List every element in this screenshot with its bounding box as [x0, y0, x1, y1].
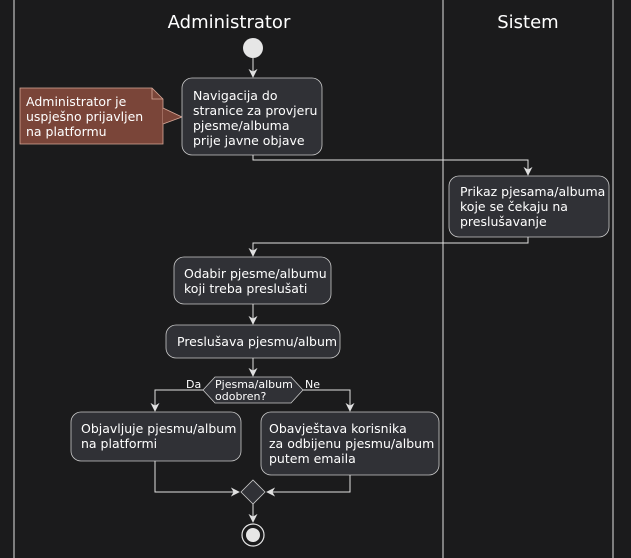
- note-line-1: Administrator je: [26, 94, 127, 109]
- activity-odabir: Odabir pjesme/albumu koji treba presluša…: [173, 256, 332, 305]
- note-line-2: uspješno prijavljen: [26, 109, 143, 124]
- svg-text:pjesme/albuma: pjesme/albuma: [193, 118, 290, 133]
- svg-text:na platformi: na platformi: [81, 436, 157, 451]
- svg-text:Objavljuje pjesmu/album: Objavljuje pjesmu/album: [81, 421, 236, 436]
- svg-text:putem emaila: putem emaila: [269, 451, 356, 466]
- flow-decision-yes: [150, 389, 203, 412]
- lane-title-sistem: Sistem: [497, 12, 558, 33]
- merge-node: [240, 479, 266, 505]
- activity-prikaz: Prikaz pjesama/albuma koje se čekaju na …: [448, 175, 610, 238]
- svg-text:Prikaz pjesama/albuma: Prikaz pjesama/albuma: [460, 184, 605, 199]
- svg-text:Obavještava korisnika: Obavještava korisnika: [269, 421, 407, 436]
- flow-no-merge: [266, 475, 351, 497]
- activity-objavljuje: Objavljuje pjesmu/album na platformi: [70, 411, 242, 462]
- activity-preslusava: Preslušava pjesmu/album: [165, 324, 341, 359]
- decision-odobren: Pjesma/album odobren?: [202, 376, 304, 404]
- svg-text:preslušavanje: preslušavanje: [460, 214, 547, 229]
- flow-s1-a2: [248, 237, 529, 257]
- decision-no-label: Ne: [305, 378, 320, 391]
- svg-text:koji treba preslušati: koji treba preslušati: [184, 281, 307, 296]
- lane-title-administrator: Administrator: [168, 12, 291, 33]
- svg-text:prije javne objave: prije javne objave: [193, 133, 305, 148]
- svg-text:za odbijenu pjesmu/album: za odbijenu pjesmu/album: [269, 436, 434, 451]
- svg-text:koje se čekaju na: koje se čekaju na: [460, 199, 568, 214]
- end-node: [241, 523, 265, 547]
- activity-obavjestava: Obavještava korisnika za odbijenu pjesmu…: [260, 411, 440, 476]
- flow-yes-merge: [154, 461, 240, 497]
- note: Administrator je uspješno prijavljen na …: [19, 87, 183, 145]
- note-line-3: na platformu: [26, 124, 107, 139]
- svg-text:Navigacija do: Navigacija do: [193, 88, 278, 103]
- svg-text:Odabir pjesme/albumu: Odabir pjesme/albumu: [184, 266, 327, 281]
- activity-navigacija: Navigacija do stranice za provjeru pjesm…: [181, 77, 323, 156]
- flow-decision-no: [303, 389, 355, 412]
- decision-question-2: odobren?: [215, 390, 266, 403]
- decision-yes-label: Da: [186, 378, 201, 391]
- start-node: [243, 38, 263, 58]
- svg-text:Preslušava pjesmu/album: Preslušava pjesmu/album: [177, 334, 337, 349]
- decision-question-1: Pjesma/album: [215, 378, 293, 391]
- svg-text:stranice za provjeru: stranice za provjeru: [193, 103, 317, 118]
- flow-a1-s1: [252, 155, 533, 176]
